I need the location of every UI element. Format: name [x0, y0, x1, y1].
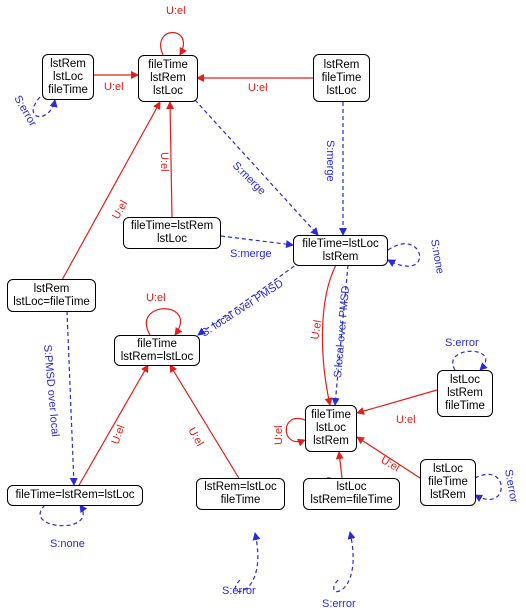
node-line: lstLoc — [326, 84, 357, 97]
label-bottomcenter2-selferror: S:error — [322, 598, 356, 610]
edge-midright-self-none — [387, 243, 421, 267]
node-top-left: lstRem lstLoc fileTime — [42, 54, 94, 100]
label-midright-to-center-local: S: local over PMSD — [199, 277, 286, 339]
node-line: fileTime=lstRem — [130, 220, 214, 232]
node-line: lstRem — [322, 250, 359, 263]
node-line: fileTime=lstLoc — [302, 237, 379, 250]
label-rightbottom-selferror: S:error — [502, 468, 520, 504]
edge-rightbottom-to-brc — [356, 436, 421, 479]
node-line: lstRem — [50, 57, 86, 70]
node-line: lstRem=lstLoc — [120, 350, 194, 363]
label-left-to-bottomleft-pmsd: S:PMSD over local — [41, 344, 61, 437]
node-line: lstLoc — [336, 481, 367, 493]
label-rightbottom-to-brc: U:el — [379, 454, 402, 474]
label-midright-to-brc-local: S:local over PMSD — [332, 285, 352, 378]
edge-midleft-to-midright-merge — [220, 235, 294, 249]
label-midleft-merge: S:merge — [230, 248, 272, 260]
label-righttop-selferror: S:error — [445, 337, 479, 349]
node-line: fileTime — [445, 400, 485, 412]
edge-righttop-to-brc — [356, 389, 438, 415]
node-line: lstRem=lstLoc — [204, 481, 277, 493]
node-line: fileTime — [48, 83, 88, 96]
node-line: lstRem — [430, 489, 466, 501]
edge-topleft-self-error — [32, 96, 58, 118]
node-bottom-right-center: fileTime lstLoc lstRem — [305, 405, 357, 452]
edge-bottomcenter2-to-brc — [335, 451, 344, 479]
edge-left-to-topcenter — [61, 101, 161, 281]
edge-left-to-bottomleft-pmsd — [66, 310, 78, 486]
edge-center-self-loop — [145, 308, 183, 336]
node-right-top: lstLoc lstRem fileTime — [437, 370, 493, 417]
edge-midright-to-brc-local — [331, 264, 349, 406]
label-topright-to-topcenter: U:el — [248, 82, 268, 94]
label-brc-selfloop: U:el — [273, 425, 285, 445]
node-line: lstRem — [323, 58, 360, 71]
node-line: lstLoc — [432, 463, 464, 475]
label-topleft-to-topcenter: U:el — [104, 81, 124, 93]
edge-midright-to-brc — [321, 264, 337, 406]
label-bottomleft-selfnone: S:none — [50, 538, 85, 550]
edge-bottommid-to-center — [169, 364, 241, 481]
edge-topcenter-self-loop — [160, 32, 187, 56]
node-top-center: fileTime lstRem lstLoc — [138, 55, 198, 102]
node-line: lstLoc — [315, 422, 347, 434]
node-line: lstRem — [33, 282, 70, 295]
node-bottom-center2: lstLoc lstRem=fileTime — [303, 478, 400, 510]
edge-brc-self-loop — [285, 417, 306, 447]
node-bottom-mid: lstRem=lstLoc fileTime — [196, 478, 285, 510]
node-right-bottom: lstLoc fileTime lstRem — [420, 459, 476, 506]
node-line: lstRem=fileTime — [310, 494, 393, 506]
edge-bottomcenter2-self-error — [333, 531, 356, 593]
node-left: lstRem lstLoc=fileTime — [7, 279, 96, 312]
node-line: fileTime — [148, 59, 188, 71]
node-line: lstLoc=fileTime — [13, 295, 90, 308]
node-line: lstLoc — [156, 233, 188, 245]
label-bottommid-to-center: U:el — [185, 426, 205, 449]
node-line: lstRem — [447, 387, 483, 399]
node-line: lstLoc — [52, 70, 84, 83]
edge-rightbottom-self-error — [474, 473, 502, 502]
node-mid-right: fileTime=lstLoc lstRem — [293, 235, 388, 266]
label-midright-none: S:none — [428, 238, 446, 274]
node-line: fileTime — [311, 409, 351, 421]
label-righttop-to-brc: U:el — [396, 414, 416, 426]
edge-righttop-self-error — [452, 350, 488, 371]
label-midleft-to-topcenter: U:el — [158, 152, 170, 172]
node-mid-left: fileTime=lstRem lstLoc — [123, 217, 221, 249]
edge-bottomleft-to-center — [77, 364, 149, 488]
label-center-selfloop: U:el — [146, 292, 166, 304]
node-center: fileTime lstRem=lstLoc — [114, 335, 200, 366]
node-line: lstLoc — [449, 374, 481, 386]
node-line: fileTime=lstRem=lstLoc — [15, 489, 135, 501]
label-topcenter-merge: S:merge — [230, 160, 268, 198]
node-line: lstRem — [150, 72, 186, 84]
node-line: lstLoc — [152, 85, 184, 97]
edge-topcenter-to-midright-merge — [194, 99, 319, 236]
label-topcenter-selfloop: U:el — [166, 5, 186, 17]
label-midright-to-brc: U:el — [309, 319, 324, 340]
node-line: fileTime — [321, 71, 362, 84]
edge-bottommid-self-error — [234, 532, 261, 593]
node-top-right: lstRem fileTime lstLoc — [313, 54, 370, 102]
node-line: lstRem — [313, 435, 349, 447]
node-line: fileTime — [220, 494, 261, 506]
edge-midleft-to-topcenter — [166, 101, 175, 219]
label-topright-merge: S:merge — [324, 140, 336, 182]
label-bottommid-selferror: S:error — [222, 585, 256, 597]
edge-bottomleft-self-none — [39, 504, 88, 527]
node-line: fileTime — [137, 337, 177, 350]
node-line: fileTime — [428, 476, 468, 488]
node-bottom-left: fileTime=lstRem=lstLoc — [7, 485, 143, 506]
label-topleft-selferror: S:error — [11, 94, 38, 129]
